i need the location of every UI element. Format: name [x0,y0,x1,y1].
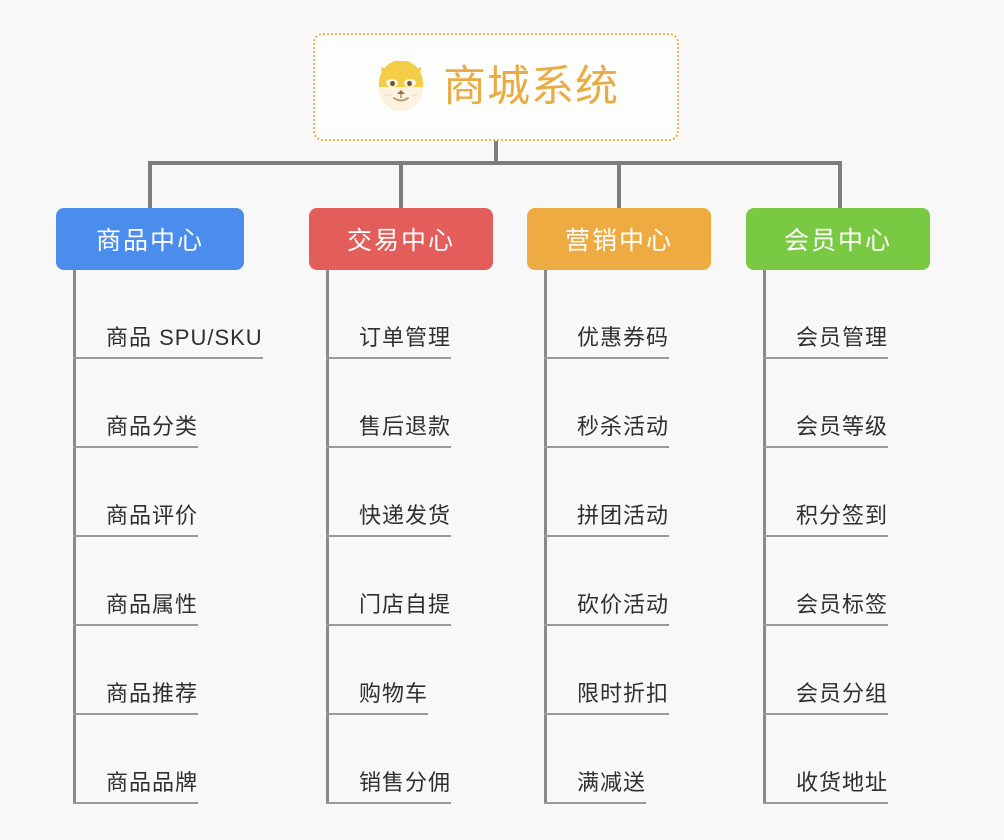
leaf-label: 积分签到 [763,498,889,537]
column-product-center: 商品中心 商品 SPU/SKU 商品分类 商品评价 商品属性 商品推荐 商品品牌 [56,208,263,804]
leaf-group-trade-center: 订单管理 售后退款 快递发货 门店自提 购物车 销售分佣 [326,270,493,804]
leaf-label: 满减送 [544,765,647,804]
leaf-group-member-center: 会员管理 会员等级 积分签到 会员标签 会员分组 收货地址 [763,270,930,804]
connector-drop-member-center [838,161,842,209]
connector-drop-product-center [148,161,152,209]
leaf-label: 秒杀活动 [544,409,670,448]
category-header-product-center[interactable]: 商品中心 [56,208,244,270]
list-item[interactable]: 满减送 [544,715,711,804]
list-item[interactable]: 售后退款 [326,359,493,448]
connector-drop-marketing-center [617,161,621,209]
leaf-group-marketing-center: 优惠券码 秒杀活动 拼团活动 砍价活动 限时折扣 满减送 [544,270,711,804]
leaf-label: 售后退款 [326,409,452,448]
leaf-label: 会员等级 [763,409,889,448]
category-header-marketing-center[interactable]: 营销中心 [527,208,711,270]
list-item[interactable]: 会员等级 [763,359,930,448]
root-node[interactable]: 商城系统 [313,33,679,141]
column-marketing-center: 营销中心 优惠券码 秒杀活动 拼团活动 砍价活动 限时折扣 满减送 [527,208,711,804]
column-trade-center: 交易中心 订单管理 售后退款 快递发货 门店自提 购物车 销售分佣 [309,208,493,804]
leaf-label: 会员标签 [763,587,889,626]
connector-spine [763,270,766,804]
category-header-label: 商品中心 [95,227,204,255]
list-item[interactable]: 快递发货 [326,448,493,537]
list-item[interactable]: 商品属性 [73,537,244,626]
list-item[interactable]: 商品评价 [73,448,244,537]
leaf-label: 优惠券码 [544,320,670,359]
leaf-label: 快递发货 [326,498,452,537]
leaf-label: 商品评价 [73,498,199,537]
leaf-label: 商品 SPU/SKU [73,320,263,359]
leaf-label: 收货地址 [763,765,889,804]
connector-spine [73,270,76,804]
connector-drop-trade-center [399,161,403,209]
list-item[interactable]: 商品品牌 [73,715,244,804]
leaf-label: 拼团活动 [544,498,670,537]
list-item[interactable]: 秒杀活动 [544,359,711,448]
leaf-label: 购物车 [326,676,429,715]
leaf-label: 销售分佣 [326,765,452,804]
root-title: 商城系统 [443,62,619,111]
list-item[interactable]: 拼团活动 [544,448,711,537]
list-item[interactable]: 购物车 [326,626,493,715]
list-item[interactable]: 限时折扣 [544,626,711,715]
leaf-label: 商品推荐 [73,676,199,715]
list-item[interactable]: 门店自提 [326,537,493,626]
leaf-label: 门店自提 [326,587,452,626]
category-header-label: 交易中心 [346,227,455,255]
leaf-label: 商品属性 [73,587,199,626]
leaf-label: 订单管理 [326,320,452,359]
list-item[interactable]: 会员标签 [763,537,930,626]
list-item[interactable]: 会员管理 [763,270,930,359]
leaf-label: 砍价活动 [544,587,670,626]
list-item[interactable]: 砍价活动 [544,537,711,626]
connector-spine [544,270,547,804]
leaf-label: 会员管理 [763,320,889,359]
leaf-label: 商品品牌 [73,765,199,804]
connector-spine [326,270,329,804]
list-item[interactable]: 商品 SPU/SKU [73,270,263,359]
column-member-center: 会员中心 会员管理 会员等级 积分签到 会员标签 会员分组 收货地址 [746,208,930,804]
leaf-label: 限时折扣 [544,676,670,715]
category-header-label: 会员中心 [783,227,892,255]
leaf-label: 商品分类 [73,409,199,448]
category-header-trade-center[interactable]: 交易中心 [309,208,493,270]
list-item[interactable]: 销售分佣 [326,715,493,804]
list-item[interactable]: 积分签到 [763,448,930,537]
shiba-dog-face-icon [373,60,429,113]
list-item[interactable]: 会员分组 [763,626,930,715]
list-item[interactable]: 收货地址 [763,715,930,804]
list-item[interactable]: 订单管理 [326,270,493,359]
leaf-label: 会员分组 [763,676,889,715]
connector-horizontal-bus [148,161,842,165]
category-header-label: 营销中心 [564,227,673,255]
list-item[interactable]: 商品推荐 [73,626,244,715]
list-item[interactable]: 优惠券码 [544,270,711,359]
category-header-member-center[interactable]: 会员中心 [746,208,930,270]
leaf-group-product-center: 商品 SPU/SKU 商品分类 商品评价 商品属性 商品推荐 商品品牌 [73,270,263,804]
connector-root-stem [494,141,498,164]
list-item[interactable]: 商品分类 [73,359,244,448]
